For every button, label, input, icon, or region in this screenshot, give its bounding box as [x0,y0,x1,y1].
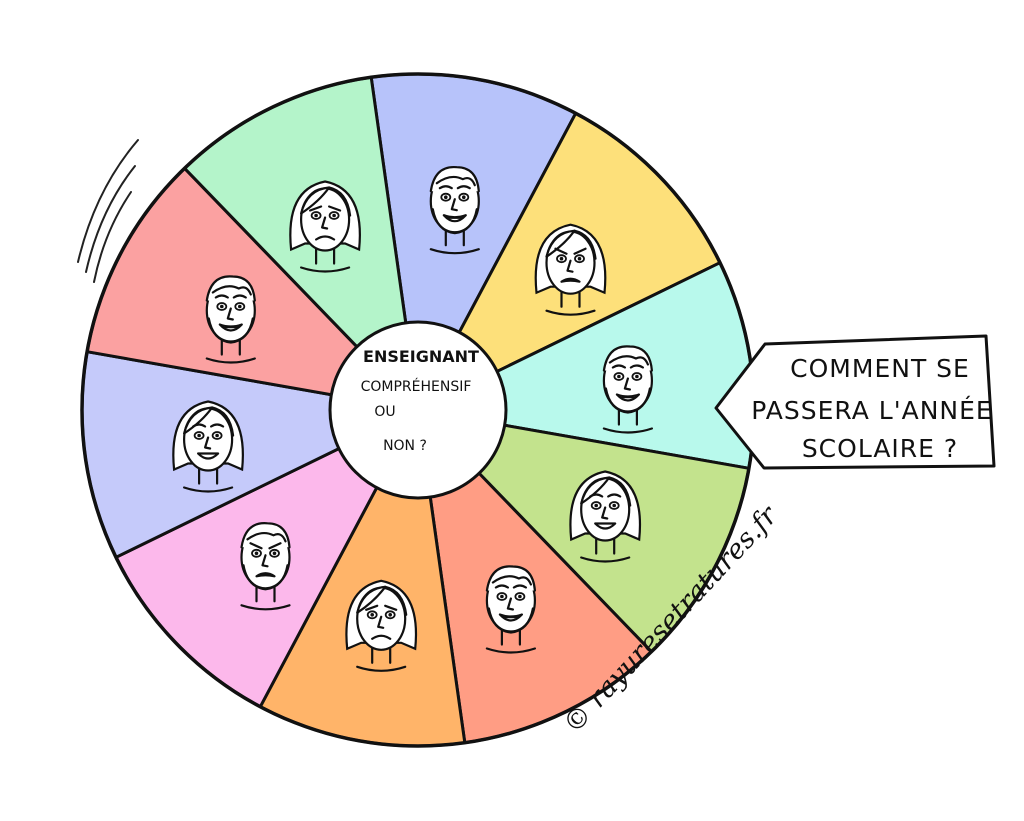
woman-face-icon [534,223,607,316]
man-face-icon [205,275,256,364]
man-face-icon [240,522,291,611]
motion-line [93,191,132,283]
pointer-label: COMMENT SE PASSERA L'ANNÉE SCOLAIRE ? [714,334,996,470]
pointer-line-2: PASSERA L'ANNÉE [751,396,992,425]
wheel-center-hub: ENSEIGNANT COMPRÉHENSIF OU NON ? [328,320,508,500]
center-line-3: OU [374,404,395,420]
woman-face-icon [569,470,642,563]
woman-face-icon [172,400,244,493]
center-line-2: COMPRÉHENSIF [361,378,472,395]
wheel[interactable] [80,72,756,748]
center-line-4: NON ? [383,438,427,454]
man-face-icon [602,345,654,434]
pointer-shape [714,334,996,470]
pointer-line-3: SCOLAIRE ? [802,434,958,463]
spin-motion-lines [77,139,139,283]
center-circle [328,320,508,500]
woman-face-icon [345,579,418,672]
man-face-icon [485,565,536,654]
center-title: ENSEIGNANT [363,347,479,366]
motion-line [85,165,136,273]
woman-face-icon [289,180,361,273]
motion-line [77,139,139,263]
man-face-icon [429,166,480,255]
pointer-line-1: COMMENT SE [790,354,970,383]
